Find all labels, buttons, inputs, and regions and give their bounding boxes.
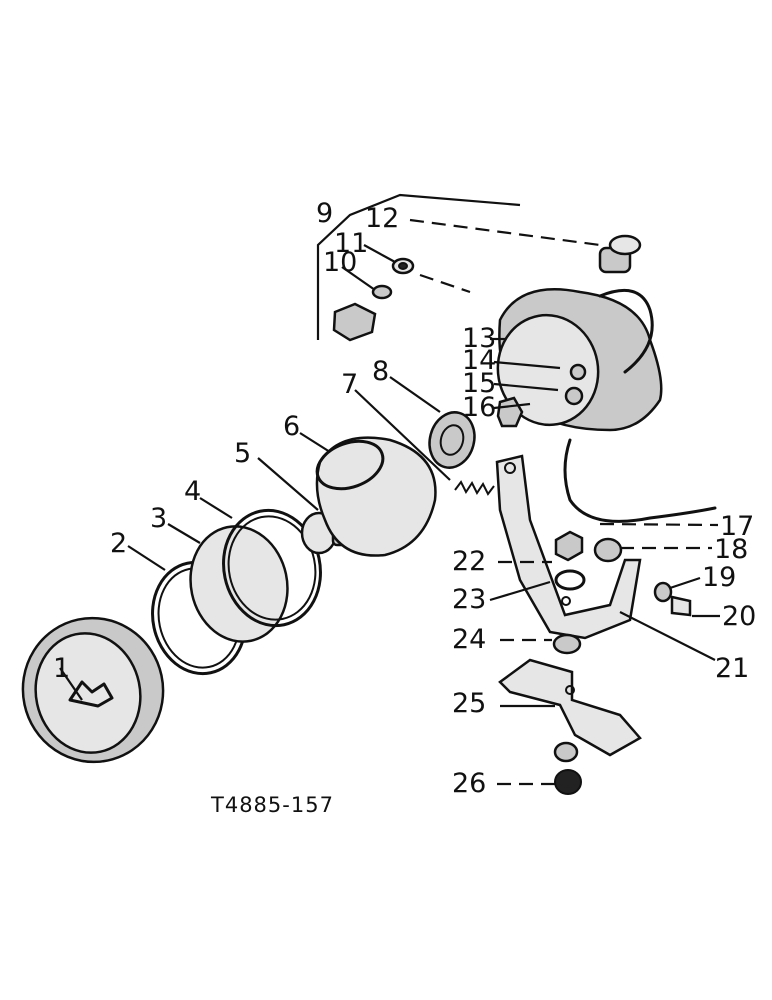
callout-21: 21 [715, 653, 749, 684]
part-7-spring [454, 480, 495, 496]
part-17-cable [563, 438, 717, 523]
part-6-reflector [315, 436, 437, 557]
part-8-bulb-holder [428, 411, 476, 469]
part-4-gasket [222, 508, 322, 628]
callout-20: 20 [722, 601, 756, 632]
callout-5: 5 [234, 438, 251, 469]
part-19-20-washer-bolt [653, 581, 692, 617]
callout-19: 19 [702, 562, 736, 593]
callout-17: 17 [720, 511, 754, 542]
callout-11: 11 [334, 228, 368, 259]
callout-23: 23 [452, 584, 486, 615]
callout-26: 26 [452, 768, 486, 799]
part-3-lens [189, 525, 289, 643]
callout-12: 12 [365, 203, 399, 234]
part-14-15-fasteners [564, 363, 587, 406]
callout-9: 9 [316, 198, 333, 229]
callout-2: 2 [110, 528, 127, 559]
part-25-mounting-plate [498, 658, 642, 757]
part-1-rim [21, 616, 165, 764]
part-22-24-bolt-washers [552, 530, 586, 655]
callout-labels: 1 2 3 4 5 6 7 8 9 10 11 12 13 14 15 16 1… [53, 198, 756, 799]
callout-10: 10 [323, 247, 357, 278]
callout-1: 1 [53, 653, 70, 684]
part-21-bracket [495, 454, 642, 640]
callout-13: 13 [462, 323, 496, 354]
callout-18: 18 [714, 534, 748, 565]
callout-8: 8 [372, 356, 389, 387]
part-26-nuts [553, 741, 582, 795]
callout-22: 22 [452, 546, 486, 577]
callout-6: 6 [283, 411, 300, 442]
part-18-grommet [593, 537, 623, 563]
callout-4: 4 [184, 476, 201, 507]
drawing-reference: T4885-157 [210, 793, 334, 817]
callout-15: 15 [462, 368, 496, 399]
callout-24: 24 [452, 624, 486, 655]
callout-14: 14 [462, 345, 496, 376]
callout-3: 3 [150, 503, 167, 534]
leader-lines [59, 193, 720, 786]
callout-25: 25 [452, 688, 486, 719]
part-12-grommet [598, 234, 642, 274]
callout-7: 7 [341, 369, 358, 400]
part-10-11-socket-parts [332, 257, 415, 342]
callout-16: 16 [462, 392, 496, 423]
